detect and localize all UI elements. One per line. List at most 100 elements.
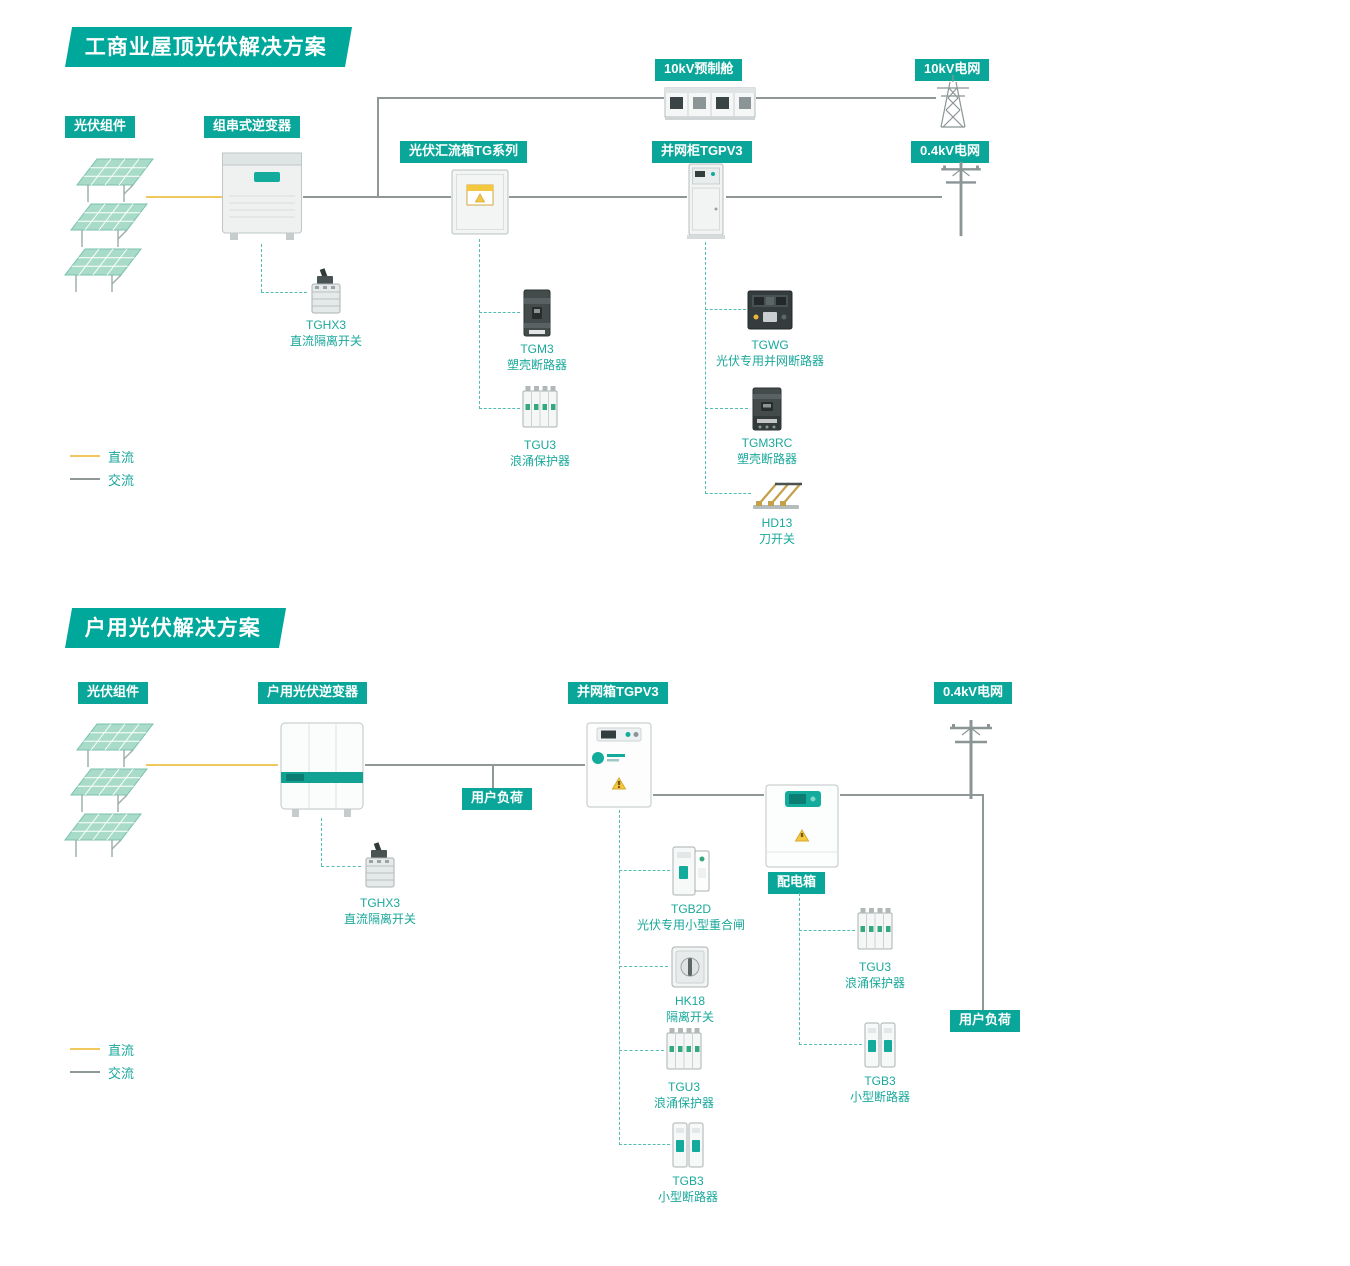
component-desc: 塑壳断路器 bbox=[736, 451, 797, 466]
s1-ac-line-combiner-cabinet bbox=[509, 196, 687, 198]
component-desc: 光伏专用小型重合闸 bbox=[636, 917, 745, 932]
dashed-connector bbox=[619, 870, 670, 871]
section2-title: 户用光伏解决方案 bbox=[84, 617, 261, 640]
grid-breaker-image bbox=[746, 288, 794, 332]
s2-ac-line-to-user-load bbox=[982, 794, 984, 1010]
section1-title: 工商业屋顶光伏解决方案 bbox=[84, 36, 327, 59]
s2-label-grid-box: 并网箱TGPV3 bbox=[568, 682, 668, 704]
legend-ac-label: 交流 bbox=[108, 1066, 135, 1081]
solar-panel-icon bbox=[64, 248, 142, 294]
component-label: HK18 隔离开关 bbox=[620, 994, 760, 1025]
dashed-connector bbox=[479, 239, 480, 409]
mcb-image bbox=[670, 1120, 706, 1170]
s2-ac-stub-user-load bbox=[492, 766, 494, 788]
component-label: TGWG 光伏专用并网断路器 bbox=[700, 338, 840, 369]
component-desc: 光伏专用并网断路器 bbox=[715, 353, 824, 368]
s2-dc-line-panels-inverter bbox=[146, 764, 278, 766]
component-model: HK18 bbox=[674, 994, 706, 1008]
dashed-connector bbox=[619, 1144, 670, 1145]
mini-recloser-image bbox=[670, 844, 712, 898]
s2-ac-line-distbox-pole bbox=[840, 794, 984, 796]
s1-ac-line-branch-cabin bbox=[377, 97, 664, 99]
component-desc: 小型断路器 bbox=[657, 1189, 718, 1204]
component-model: HD13 bbox=[761, 516, 793, 530]
component-label: TGM3RC 塑壳断路器 bbox=[697, 436, 837, 467]
dashed-connector bbox=[705, 493, 751, 494]
component-label: TGB3 小型断路器 bbox=[618, 1174, 758, 1205]
dashed-connector bbox=[321, 866, 361, 867]
component-desc: 小型断路器 bbox=[849, 1089, 910, 1104]
knife-switch-image bbox=[751, 476, 803, 514]
s1-ac-line-branch-vertical bbox=[377, 97, 379, 198]
component-model: TGU3 bbox=[858, 960, 891, 974]
legend-dc-label: 直流 bbox=[108, 1043, 135, 1058]
dashed-connector bbox=[619, 810, 620, 1145]
dashed-connector bbox=[261, 244, 262, 292]
component-desc: 浪涌保护器 bbox=[844, 975, 905, 990]
surge-protector-image bbox=[520, 384, 560, 434]
dashed-connector bbox=[479, 408, 520, 409]
s1-ac-line-cabinet-pole bbox=[726, 196, 942, 198]
s1-ac-line-cabin-tower bbox=[756, 97, 936, 99]
s2-label-user-load-mid: 用户负荷 bbox=[462, 788, 533, 810]
s1-label-prefab-cabin: 10kV预制舱 bbox=[655, 59, 743, 81]
component-desc: 刀开关 bbox=[758, 531, 795, 546]
component-label: TGHX3 直流隔离开关 bbox=[310, 896, 450, 927]
utility-pole-icon bbox=[948, 716, 994, 801]
s1-label-pv-modules: 光伏组件 bbox=[65, 116, 136, 138]
s2-label-grid-04kv: 0.4kV电网 bbox=[934, 682, 1012, 704]
component-desc: 直流隔离开关 bbox=[343, 911, 416, 926]
s2-ac-line-inverter-gridbox bbox=[365, 764, 585, 766]
dashed-connector bbox=[705, 408, 748, 409]
s1-label-inverter: 组串式逆变器 bbox=[204, 116, 301, 138]
legend-dc-line bbox=[70, 1048, 100, 1050]
component-label: TGB2D 光伏专用小型重合闸 bbox=[621, 902, 761, 933]
s2-label-inverter: 户用光伏逆变器 bbox=[258, 682, 368, 704]
component-model: TGB3 bbox=[672, 1174, 704, 1188]
component-desc: 隔离开关 bbox=[665, 1009, 714, 1024]
component-label: TGU3 浪涌保护器 bbox=[470, 438, 610, 469]
legend-dc-line bbox=[70, 455, 100, 457]
component-model: TGU3 bbox=[667, 1080, 700, 1094]
component-model: TGM3 bbox=[520, 342, 554, 356]
distribution-box-image bbox=[763, 782, 841, 870]
dashed-connector bbox=[479, 312, 520, 313]
mcb-image bbox=[862, 1020, 898, 1070]
utility-pole-icon bbox=[938, 158, 984, 238]
dashed-connector bbox=[619, 966, 668, 967]
component-model: TGWG bbox=[751, 338, 789, 352]
component-label: TGB3 小型断路器 bbox=[810, 1074, 950, 1105]
s2-label-distribution-box: 配电箱 bbox=[768, 872, 826, 894]
dashed-connector bbox=[799, 930, 855, 931]
component-model: TGB2D bbox=[670, 902, 711, 916]
s1-dc-line-panels-inverter bbox=[146, 196, 222, 198]
solar-panel-icon bbox=[70, 768, 148, 814]
solar-panel-icon bbox=[70, 203, 148, 249]
s1-label-grid-cabinet: 并网柜TGPV3 bbox=[652, 141, 752, 163]
dashed-connector bbox=[799, 1044, 862, 1045]
s2-label-pv-modules: 光伏组件 bbox=[78, 682, 149, 704]
component-model: TGM3RC bbox=[741, 436, 793, 450]
s2-label-user-load-right: 用户负荷 bbox=[950, 1010, 1021, 1032]
section2-title-banner: 户用光伏解决方案 bbox=[65, 608, 287, 648]
component-desc: 塑壳断路器 bbox=[506, 357, 567, 372]
component-model: TGB3 bbox=[864, 1074, 896, 1088]
section1-title-banner: 工商业屋顶光伏解决方案 bbox=[65, 27, 353, 67]
dashed-connector bbox=[799, 893, 800, 1045]
s1-label-grid-04kv: 0.4kV电网 bbox=[911, 141, 989, 163]
solar-panel-icon bbox=[64, 813, 142, 859]
component-label: TGU3 浪涌保护器 bbox=[805, 960, 945, 991]
prefab-cabin-image bbox=[663, 84, 757, 122]
dashed-connector bbox=[619, 1050, 664, 1051]
mccb-rc-image bbox=[748, 386, 786, 432]
component-label: TGM3 塑壳断路器 bbox=[467, 342, 607, 373]
legend-ac-line bbox=[70, 1071, 100, 1073]
s1-label-combiner-box: 光伏汇流箱TG系列 bbox=[400, 141, 528, 163]
dc-isolator-switch-image bbox=[307, 268, 345, 316]
dashed-connector bbox=[261, 292, 307, 293]
dashed-connector bbox=[705, 242, 706, 494]
grid-connection-box-image bbox=[584, 720, 654, 810]
s1-label-grid-10kv: 10kV电网 bbox=[915, 59, 990, 81]
legend-ac-label: 交流 bbox=[108, 473, 135, 488]
